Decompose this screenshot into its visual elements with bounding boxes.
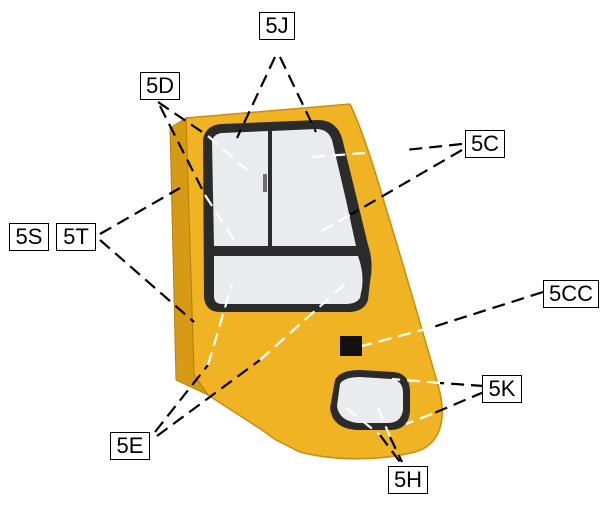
label-5E: 5E <box>110 432 150 460</box>
leader-5K-upper-in <box>391 377 441 385</box>
leader-5D-upper <box>157 101 209 137</box>
label-5K: 5K <box>482 375 522 403</box>
leader-5D-upper-glass <box>207 135 248 171</box>
leader-lines <box>99 56 544 463</box>
leader-5E-left-part <box>206 283 234 366</box>
upper-left-glass <box>212 131 268 246</box>
leader-5K-lower-in <box>405 412 433 426</box>
label-5D: 5D <box>140 72 180 100</box>
leader-5C-lower-glass <box>317 214 351 234</box>
leader-5T-upper <box>99 187 181 235</box>
leader-5T-lower <box>99 239 195 323</box>
leader-5H-right-in <box>376 407 392 438</box>
leader-5CC-outside <box>429 290 544 330</box>
leader-5K-upper-out <box>439 381 485 388</box>
label-5H: 5H <box>388 466 428 494</box>
leader-5H-left-out <box>379 434 401 463</box>
leader-5H-right-out <box>389 436 403 463</box>
leader-5C-upper <box>404 142 463 152</box>
leader-5D-lower <box>159 105 206 196</box>
leader-5E-right-orange <box>156 359 261 437</box>
label-5S: 5S <box>9 223 49 251</box>
vent-square <box>340 336 362 356</box>
leader-5J-left <box>236 56 276 139</box>
label-5T: 5T <box>56 223 96 251</box>
leader-5C-upper-glass <box>311 148 406 159</box>
leader-5C-lower <box>349 149 463 216</box>
leader-5H-left-in <box>345 407 381 436</box>
label-5CC: 5CC <box>543 280 599 308</box>
lower-glass <box>214 256 363 304</box>
leader-5CC-on-door <box>361 326 431 348</box>
lower-oval-glass <box>337 377 403 423</box>
upper-right-glass <box>272 129 356 246</box>
leader-5D-lower-glass <box>204 194 235 241</box>
leader-5K-lower-out <box>431 390 485 416</box>
leader-5J-right <box>279 56 317 133</box>
label-5C: 5C <box>465 130 505 158</box>
label-5J: 5J <box>259 12 295 40</box>
window-latch <box>263 174 267 192</box>
leader-5E-left-orange <box>154 364 209 433</box>
